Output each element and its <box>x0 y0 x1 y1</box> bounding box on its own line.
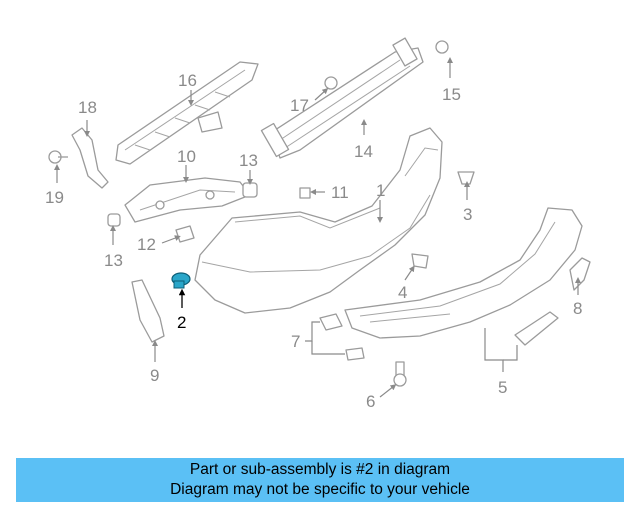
lower-valance <box>344 207 583 346</box>
callout-12: 12 <box>137 235 156 254</box>
callout-18: 18 <box>78 98 97 117</box>
energy-absorber <box>115 61 259 165</box>
callout-13-top: 13 <box>239 151 258 170</box>
side-bracket <box>124 177 251 223</box>
clip-8 <box>569 257 591 291</box>
parts-diagram: 16 18 17 15 14 10 13 19 11 1 3 12 13 4 8… <box>45 37 591 411</box>
callout-11: 11 <box>331 183 349 202</box>
callout-2-highlighted: 2 <box>177 313 186 332</box>
callout-6: 6 <box>366 392 375 411</box>
callout-17: 17 <box>290 96 309 115</box>
callout-7: 7 <box>291 332 300 351</box>
info-banner: Part or sub-assembly is #2 in diagram Di… <box>16 458 624 502</box>
callout-4: 4 <box>398 283 407 302</box>
highlighted-clip-2 <box>171 272 191 289</box>
callout-3: 3 <box>463 205 472 224</box>
callout-9: 9 <box>150 366 159 385</box>
callout-10: 10 <box>177 147 196 166</box>
reinforcement-bar <box>260 37 424 159</box>
leader-lines <box>54 57 581 398</box>
callout-14: 14 <box>354 142 373 161</box>
fasteners <box>48 40 475 387</box>
callout-1: 1 <box>376 181 385 200</box>
callout-5: 5 <box>498 378 507 397</box>
side-panel <box>131 279 165 343</box>
callout-8: 8 <box>573 299 582 318</box>
callout-16: 16 <box>178 71 197 90</box>
callout-19: 19 <box>45 188 64 207</box>
callout-labels: 16 18 17 15 14 10 13 19 11 1 3 12 13 4 8… <box>45 71 582 411</box>
callout-13-bottom: 13 <box>104 251 123 270</box>
banner-line-disclaimer: Diagram may not be specific to your vehi… <box>170 481 470 498</box>
callout-15: 15 <box>442 85 461 104</box>
banner-line-part: Part or sub-assembly is #2 in diagram <box>189 461 451 478</box>
bracket-strip <box>71 127 109 189</box>
bumper-cover <box>194 127 443 314</box>
